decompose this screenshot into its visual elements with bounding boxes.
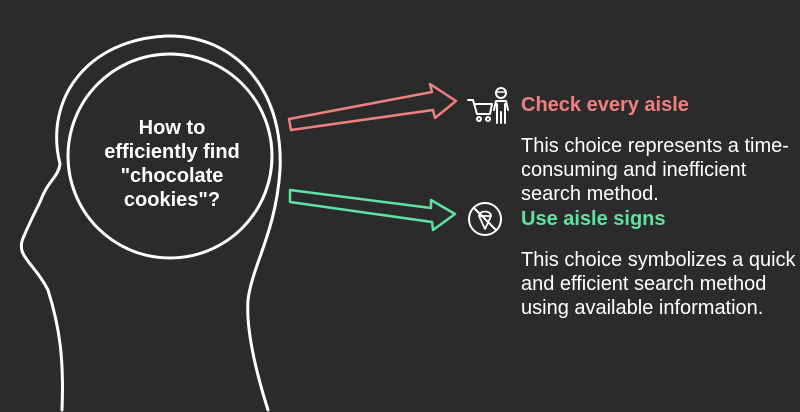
option-2-title: Use aisle signs: [521, 208, 666, 230]
head-silhouette: [19, 34, 282, 412]
arrow-to-check-every-aisle: [287, 82, 458, 132]
thought-circle: [66, 52, 274, 260]
arrow-to-use-aisle-signs: [288, 188, 457, 232]
central-question: How to efficiently find "chocolate cooki…: [104, 117, 240, 211]
option-1-description: This choice represents a time-consuming …: [521, 135, 789, 205]
no-ice-cream-icon: [468, 202, 502, 236]
shopping-cart-person-icon: [467, 87, 509, 124]
option-2-description: This choice symbolizes a quick and effic…: [521, 249, 796, 319]
option-1-title: Check every aisle: [521, 94, 689, 116]
